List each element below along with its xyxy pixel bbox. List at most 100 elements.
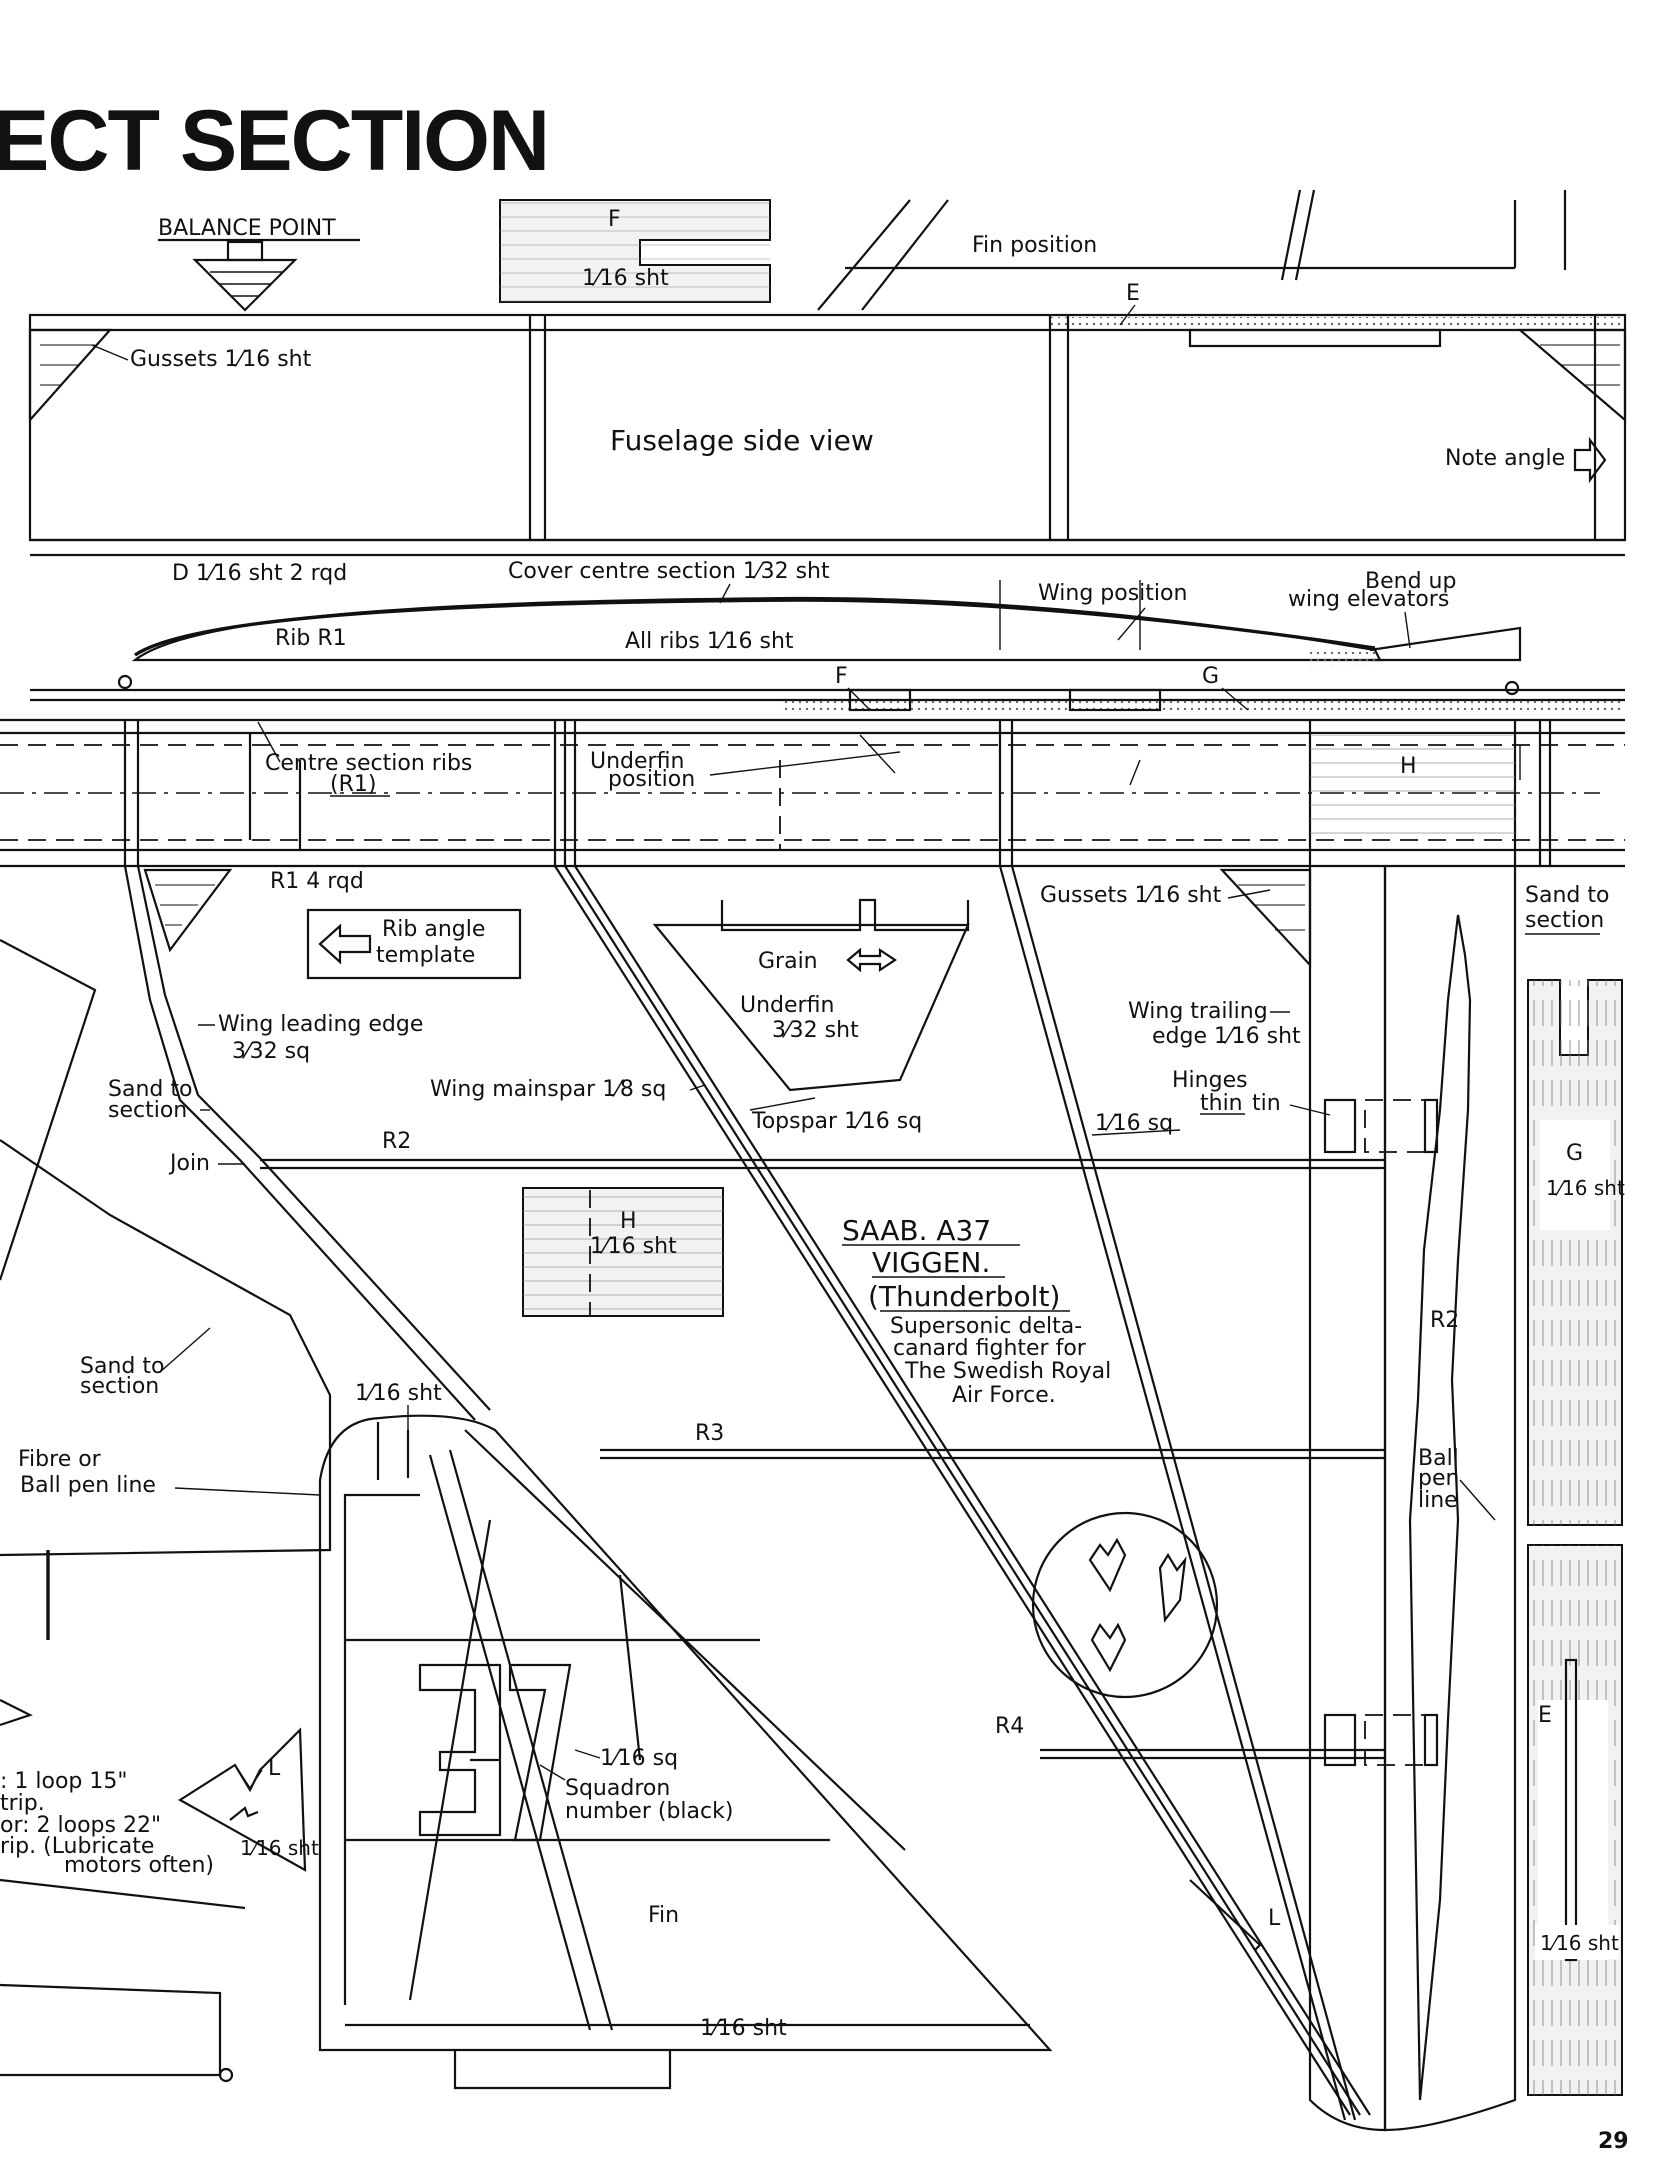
svg-text:R2: R2: [382, 1129, 411, 1154]
svg-text:R3: R3: [695, 1421, 724, 1446]
svg-text:R4: R4: [995, 1714, 1024, 1739]
svg-text:Supersonic delta-: Supersonic delta-: [890, 1314, 1082, 1339]
title-block: SAAB. A37 VIGGEN. (Thunderbolt) Superson…: [842, 1214, 1111, 1408]
svg-text:VIGGEN.: VIGGEN.: [872, 1246, 990, 1279]
swedish-roundel: [1031, 1511, 1219, 1699]
svg-text:1⁄16 sht: 1⁄16 sht: [582, 266, 669, 291]
svg-text:Wing trailing: Wing trailing: [1128, 999, 1268, 1024]
svg-text:Hinges: Hinges: [1172, 1068, 1248, 1093]
svg-text:1⁄16 sht: 1⁄16 sht: [1540, 1931, 1619, 1955]
svg-text:Note angle: Note angle: [1445, 446, 1565, 471]
svg-text:thin: thin: [1200, 1091, 1243, 1116]
svg-text:template: template: [376, 943, 475, 968]
svg-text:canard fighter for: canard fighter for: [893, 1336, 1087, 1361]
svg-text:Squadron: Squadron: [565, 1776, 670, 1801]
svg-text:pen: pen: [1418, 1466, 1459, 1491]
svg-text:1⁄16 sq: 1⁄16 sq: [1095, 1111, 1173, 1136]
svg-text:: 1 loop 15": : 1 loop 15": [0, 1769, 128, 1794]
svg-text:Wing position: Wing position: [1038, 581, 1187, 606]
svg-text:SAAB. A37: SAAB. A37: [842, 1214, 991, 1247]
svg-text:Topspar 1⁄16 sq: Topspar 1⁄16 sq: [751, 1109, 922, 1134]
part-f-sheet: F 1⁄16 sht: [499, 199, 771, 303]
svg-text:Wing mainspar 1⁄8 sq: Wing mainspar 1⁄8 sq: [430, 1077, 666, 1102]
svg-text:Gussets 1⁄16 sht: Gussets 1⁄16 sht: [130, 347, 312, 372]
svg-text:Ball pen line: Ball pen line: [20, 1473, 156, 1498]
svg-text:R2: R2: [1430, 1308, 1459, 1333]
svg-text:1⁄16 sht: 1⁄16 sht: [240, 1836, 319, 1860]
svg-text:or: 2 loops 22": or: 2 loops 22": [0, 1813, 161, 1838]
fin-position: Fin position: [817, 189, 1567, 311]
page-number: 29: [1598, 2129, 1629, 2154]
svg-text:wing elevators: wing elevators: [1288, 587, 1449, 612]
svg-text:section: section: [80, 1374, 159, 1399]
svg-text:Rib R1: Rib R1: [275, 626, 347, 651]
svg-text:Wing leading edge: Wing leading edge: [218, 1012, 423, 1037]
svg-text:Rib angle: Rib angle: [382, 917, 485, 942]
svg-text:G: G: [1202, 664, 1219, 689]
svg-text:3⁄32 sq: 3⁄32 sq: [232, 1039, 310, 1064]
svg-text:E: E: [1538, 1703, 1552, 1728]
svg-text:All ribs 1⁄16 sht: All ribs 1⁄16 sht: [625, 629, 794, 654]
svg-text:The Swedish Royal: The Swedish Royal: [904, 1359, 1111, 1384]
rib-angle-template: Rib angle template: [306, 908, 522, 980]
svg-text:(Thunderbolt): (Thunderbolt): [868, 1280, 1060, 1313]
svg-text:Grain: Grain: [758, 949, 818, 974]
svg-text:1⁄16 sq: 1⁄16 sq: [600, 1746, 678, 1771]
svg-text:1⁄16 sht: 1⁄16 sht: [700, 2016, 787, 2041]
wing-rib-section: D 1⁄16 sht 2 rqd Cover centre section 1⁄…: [30, 559, 1625, 712]
svg-text:tin: tin: [1252, 1091, 1281, 1116]
svg-text:line: line: [1418, 1488, 1458, 1513]
svg-text:Underfin: Underfin: [590, 749, 684, 774]
svg-text:D 1⁄16 sht 2 rqd: D 1⁄16 sht 2 rqd: [172, 561, 347, 586]
svg-text:Bend up: Bend up: [1365, 569, 1456, 594]
balance-point-marker: BALANCE POINT: [158, 216, 360, 312]
svg-text:motors often): motors often): [64, 1853, 214, 1878]
svg-text:Ball: Ball: [1418, 1446, 1459, 1471]
part-g-sheet: G 1⁄16 sht Sand to section: [1525, 883, 1625, 1526]
svg-text:position: position: [608, 767, 695, 792]
fuselage-side-view: E Gussets 1⁄16 sht Fuselage side view No…: [28, 281, 1627, 557]
svg-text:Cover centre section 1⁄32 sht: Cover centre section 1⁄32 sht: [508, 559, 830, 584]
svg-text:F: F: [835, 664, 848, 689]
svg-text:edge 1⁄16 sht: edge 1⁄16 sht: [1152, 1024, 1301, 1049]
part-e-sheet: E 1⁄16 sht: [1527, 1544, 1623, 2096]
svg-text:1⁄16 sht: 1⁄16 sht: [355, 1381, 442, 1406]
right-fuselage-strip: R2 Ball pen line: [1308, 866, 1517, 2132]
svg-text:F: F: [608, 207, 621, 232]
svg-text:Sand to: Sand to: [1525, 883, 1609, 908]
svg-text:trip.: trip.: [0, 1791, 45, 1816]
svg-text:H: H: [620, 1209, 637, 1234]
svg-text:rip. (Lubricate: rip. (Lubricate: [0, 1834, 154, 1859]
svg-text:3⁄32 sht: 3⁄32 sht: [772, 1018, 859, 1043]
svg-text:Fin position: Fin position: [972, 233, 1097, 258]
svg-text:Fibre or: Fibre or: [18, 1447, 102, 1472]
svg-text:E: E: [1126, 281, 1140, 306]
svg-text:H: H: [1400, 754, 1417, 779]
svg-text:section: section: [1525, 908, 1604, 933]
svg-text:G: G: [1566, 1141, 1583, 1166]
svg-text:(R1): (R1): [330, 772, 376, 797]
underfin: Grain Underfin 3⁄32 sht: [652, 898, 970, 1092]
svg-text:L: L: [268, 1756, 281, 1781]
svg-text:1⁄16 sht: 1⁄16 sht: [1546, 1176, 1625, 1200]
centre-section-plan: H Centre section ribs (R1) Underfin posi…: [0, 718, 1625, 868]
svg-text:BALANCE POINT: BALANCE POINT: [158, 216, 336, 241]
svg-text:Gussets 1⁄16 sht: Gussets 1⁄16 sht: [1040, 883, 1222, 908]
wing-planform: R1 4 rqd Gussets 1⁄16 sht Wing leading e…: [108, 865, 1439, 2121]
svg-text:L: L: [1268, 1906, 1281, 1931]
left-fragments: Sand to section Fibre or Ball pen line L…: [0, 939, 332, 2083]
svg-text:Underfin: Underfin: [740, 993, 834, 1018]
svg-text:1⁄16 sht: 1⁄16 sht: [590, 1234, 677, 1259]
svg-text:Centre section ribs: Centre section ribs: [265, 751, 472, 776]
svg-text:Air Force.: Air Force.: [952, 1383, 1056, 1408]
svg-text:Join: Join: [168, 1151, 210, 1176]
svg-text:Sand to: Sand to: [108, 1077, 192, 1102]
part-h-sheet: H 1⁄16 sht: [522, 1187, 724, 1317]
svg-text:Fuselage side view: Fuselage side view: [610, 424, 874, 457]
svg-text:Sand to: Sand to: [80, 1354, 164, 1379]
svg-text:R1 4 rqd: R1 4 rqd: [270, 869, 364, 894]
svg-text:Fin: Fin: [648, 1903, 679, 1928]
svg-text:section: section: [108, 1098, 187, 1123]
section-heading: ECT SECTION: [0, 93, 548, 189]
